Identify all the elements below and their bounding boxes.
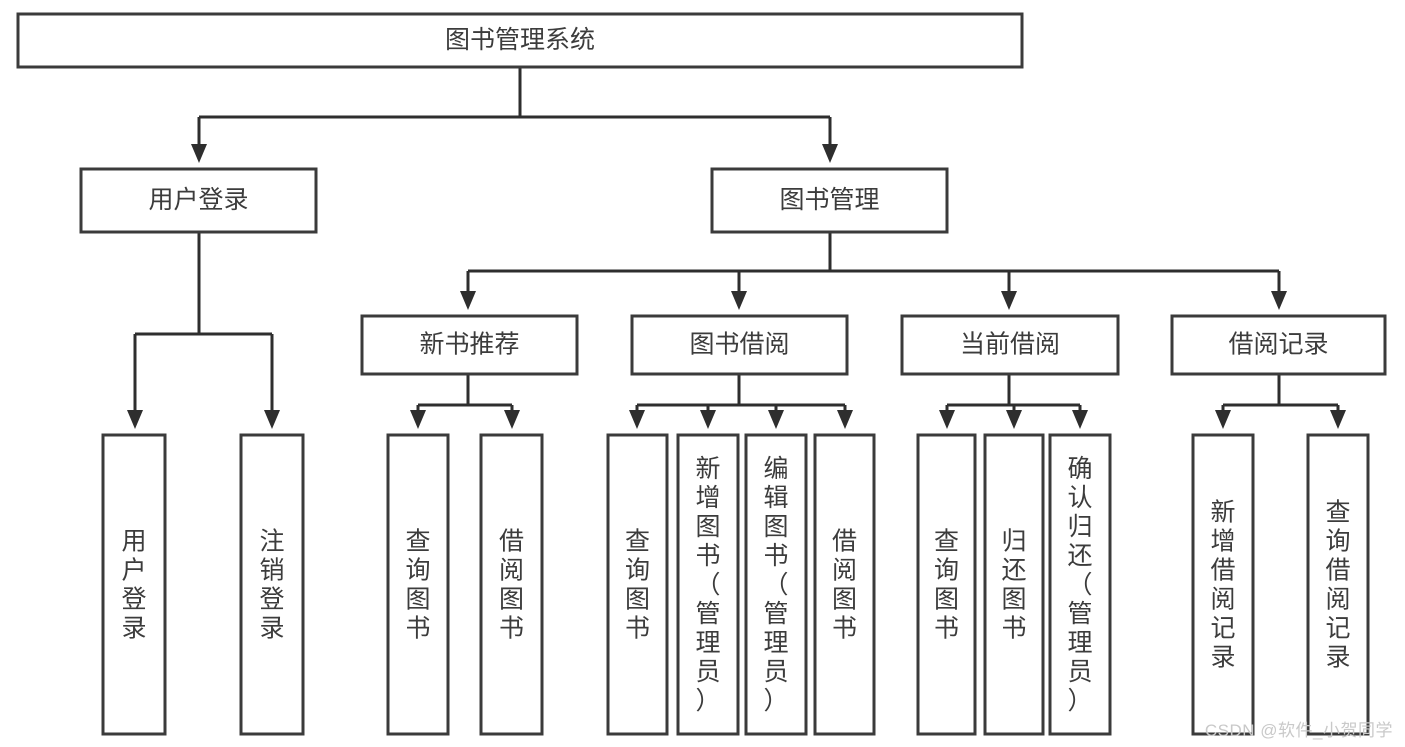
node-label-leaf-add-record: 新增借阅记录 (1210, 499, 1235, 672)
node-box-user-login (79, 167, 318, 234)
connector-arrow-c-level3-d (1271, 291, 1287, 310)
node-box-leaf-add-record (1191, 433, 1255, 736)
node-box-new-book-rec (360, 314, 579, 376)
node-leaf-add-record[interactable]: 新增借阅记录 (1191, 433, 1255, 736)
node-leaf-query-book-rec[interactable]: 查询图书 (386, 433, 450, 736)
connector-arrow-c-record-leaf1 (1215, 410, 1231, 429)
node-label-leaf-confirm-return: 确认归还（管理员） (1067, 455, 1092, 715)
node-leaf-return-book[interactable]: 归还图书 (983, 433, 1045, 736)
connector-arrow-c-user-login-leaf2 (264, 410, 280, 429)
node-box-leaf-confirm-return (1048, 433, 1112, 736)
node-label-leaf-query-book-borrow: 查询图书 (625, 528, 650, 643)
node-box-leaf-query-book-borrow (606, 433, 669, 736)
connector-arrow-c-borrow-leaf4 (837, 410, 853, 429)
node-label-book-borrow: 图书借阅 (689, 331, 789, 359)
connector-arrow-c-borrow-leaf2 (700, 410, 716, 429)
nodes-layer: 图书管理系统用户登录图书管理新书推荐图书借阅当前借阅借阅记录用户登录注销登录查询… (16, 12, 1387, 736)
connector-arrow-c-level2-book-manage (822, 144, 838, 163)
node-label-leaf-edit-book: 编辑图书（管理员） (763, 455, 788, 715)
node-leaf-borrow-book-rec[interactable]: 借阅图书 (479, 433, 544, 736)
node-box-book-borrow (630, 314, 849, 376)
connector-arrow-c-level3-b (731, 291, 747, 310)
node-label-root: 图书管理系统 (445, 26, 595, 54)
node-book-borrow[interactable]: 图书借阅 (630, 314, 849, 376)
node-box-leaf-add-book (676, 433, 740, 736)
node-label-leaf-borrow-book: 借阅图书 (832, 528, 857, 643)
node-new-book-rec[interactable]: 新书推荐 (360, 314, 579, 376)
node-label-book-manage: 图书管理 (779, 186, 879, 214)
connector-arrow-c-borrow-leaf3 (768, 410, 784, 429)
node-box-leaf-user-logout (239, 433, 305, 736)
node-leaf-user-logout[interactable]: 注销登录 (239, 433, 305, 736)
connector-arrow-c-newbook-leaf1 (410, 410, 426, 429)
connector-arrow-c-borrow-leaf1 (629, 410, 645, 429)
node-label-leaf-add-book: 新增图书（管理员） (695, 455, 720, 715)
node-root[interactable]: 图书管理系统 (16, 12, 1024, 69)
node-label-leaf-user-logout: 注销登录 (259, 528, 284, 643)
node-label-leaf-borrow-book-rec: 借阅图书 (499, 528, 524, 643)
connectors-layer (127, 67, 1346, 429)
node-borrow-record[interactable]: 借阅记录 (1170, 314, 1387, 376)
node-box-leaf-query-book-current (916, 433, 977, 736)
node-box-leaf-query-book-rec (386, 433, 450, 736)
node-leaf-add-book[interactable]: 新增图书（管理员） (676, 433, 740, 736)
node-box-leaf-borrow-book (813, 433, 876, 736)
node-book-manage[interactable]: 图书管理 (710, 167, 949, 234)
node-leaf-query-book-borrow[interactable]: 查询图书 (606, 433, 669, 736)
connector-arrow-c-current-leaf3 (1072, 410, 1088, 429)
node-box-leaf-edit-book (744, 433, 808, 736)
node-label-leaf-query-book-rec: 查询图书 (405, 528, 430, 643)
connector-arrow-c-level3-a (460, 291, 476, 310)
node-leaf-edit-book[interactable]: 编辑图书（管理员） (744, 433, 808, 736)
node-label-leaf-query-book-current: 查询图书 (934, 528, 959, 643)
node-box-leaf-user-login (101, 433, 167, 736)
node-box-current-borrow (900, 314, 1120, 376)
node-box-book-manage (710, 167, 949, 234)
node-label-current-borrow: 当前借阅 (960, 331, 1060, 359)
node-leaf-borrow-book[interactable]: 借阅图书 (813, 433, 876, 736)
connector-arrow-c-level2-user-login (191, 144, 207, 163)
node-leaf-confirm-return[interactable]: 确认归还（管理员） (1048, 433, 1112, 736)
connector-arrow-c-level3-c (1001, 291, 1017, 310)
node-label-leaf-return-book: 归还图书 (1001, 528, 1026, 643)
node-box-leaf-borrow-book-rec (479, 433, 544, 736)
node-label-user-login: 用户登录 (148, 186, 248, 214)
connector-arrow-c-newbook-leaf2 (504, 410, 520, 429)
node-current-borrow[interactable]: 当前借阅 (900, 314, 1120, 376)
node-leaf-query-record[interactable]: 查询借阅记录 (1306, 433, 1370, 736)
node-user-login[interactable]: 用户登录 (79, 167, 318, 234)
node-label-new-book-rec: 新书推荐 (419, 331, 519, 359)
node-label-borrow-record: 借阅记录 (1228, 331, 1328, 359)
node-label-leaf-query-record: 查询借阅记录 (1325, 499, 1350, 672)
connector-arrow-c-current-leaf2 (1006, 410, 1022, 429)
node-box-leaf-return-book (983, 433, 1045, 736)
connector-arrow-c-record-leaf2 (1330, 410, 1346, 429)
node-label-leaf-user-login: 用户登录 (121, 528, 146, 643)
connector-arrow-c-current-leaf1 (939, 410, 955, 429)
node-leaf-query-book-current[interactable]: 查询图书 (916, 433, 977, 736)
node-box-root (16, 12, 1024, 69)
connector-arrow-c-user-login-leaf1 (127, 410, 143, 429)
node-leaf-user-login[interactable]: 用户登录 (101, 433, 167, 736)
node-box-borrow-record (1170, 314, 1387, 376)
node-box-leaf-query-record (1306, 433, 1370, 736)
